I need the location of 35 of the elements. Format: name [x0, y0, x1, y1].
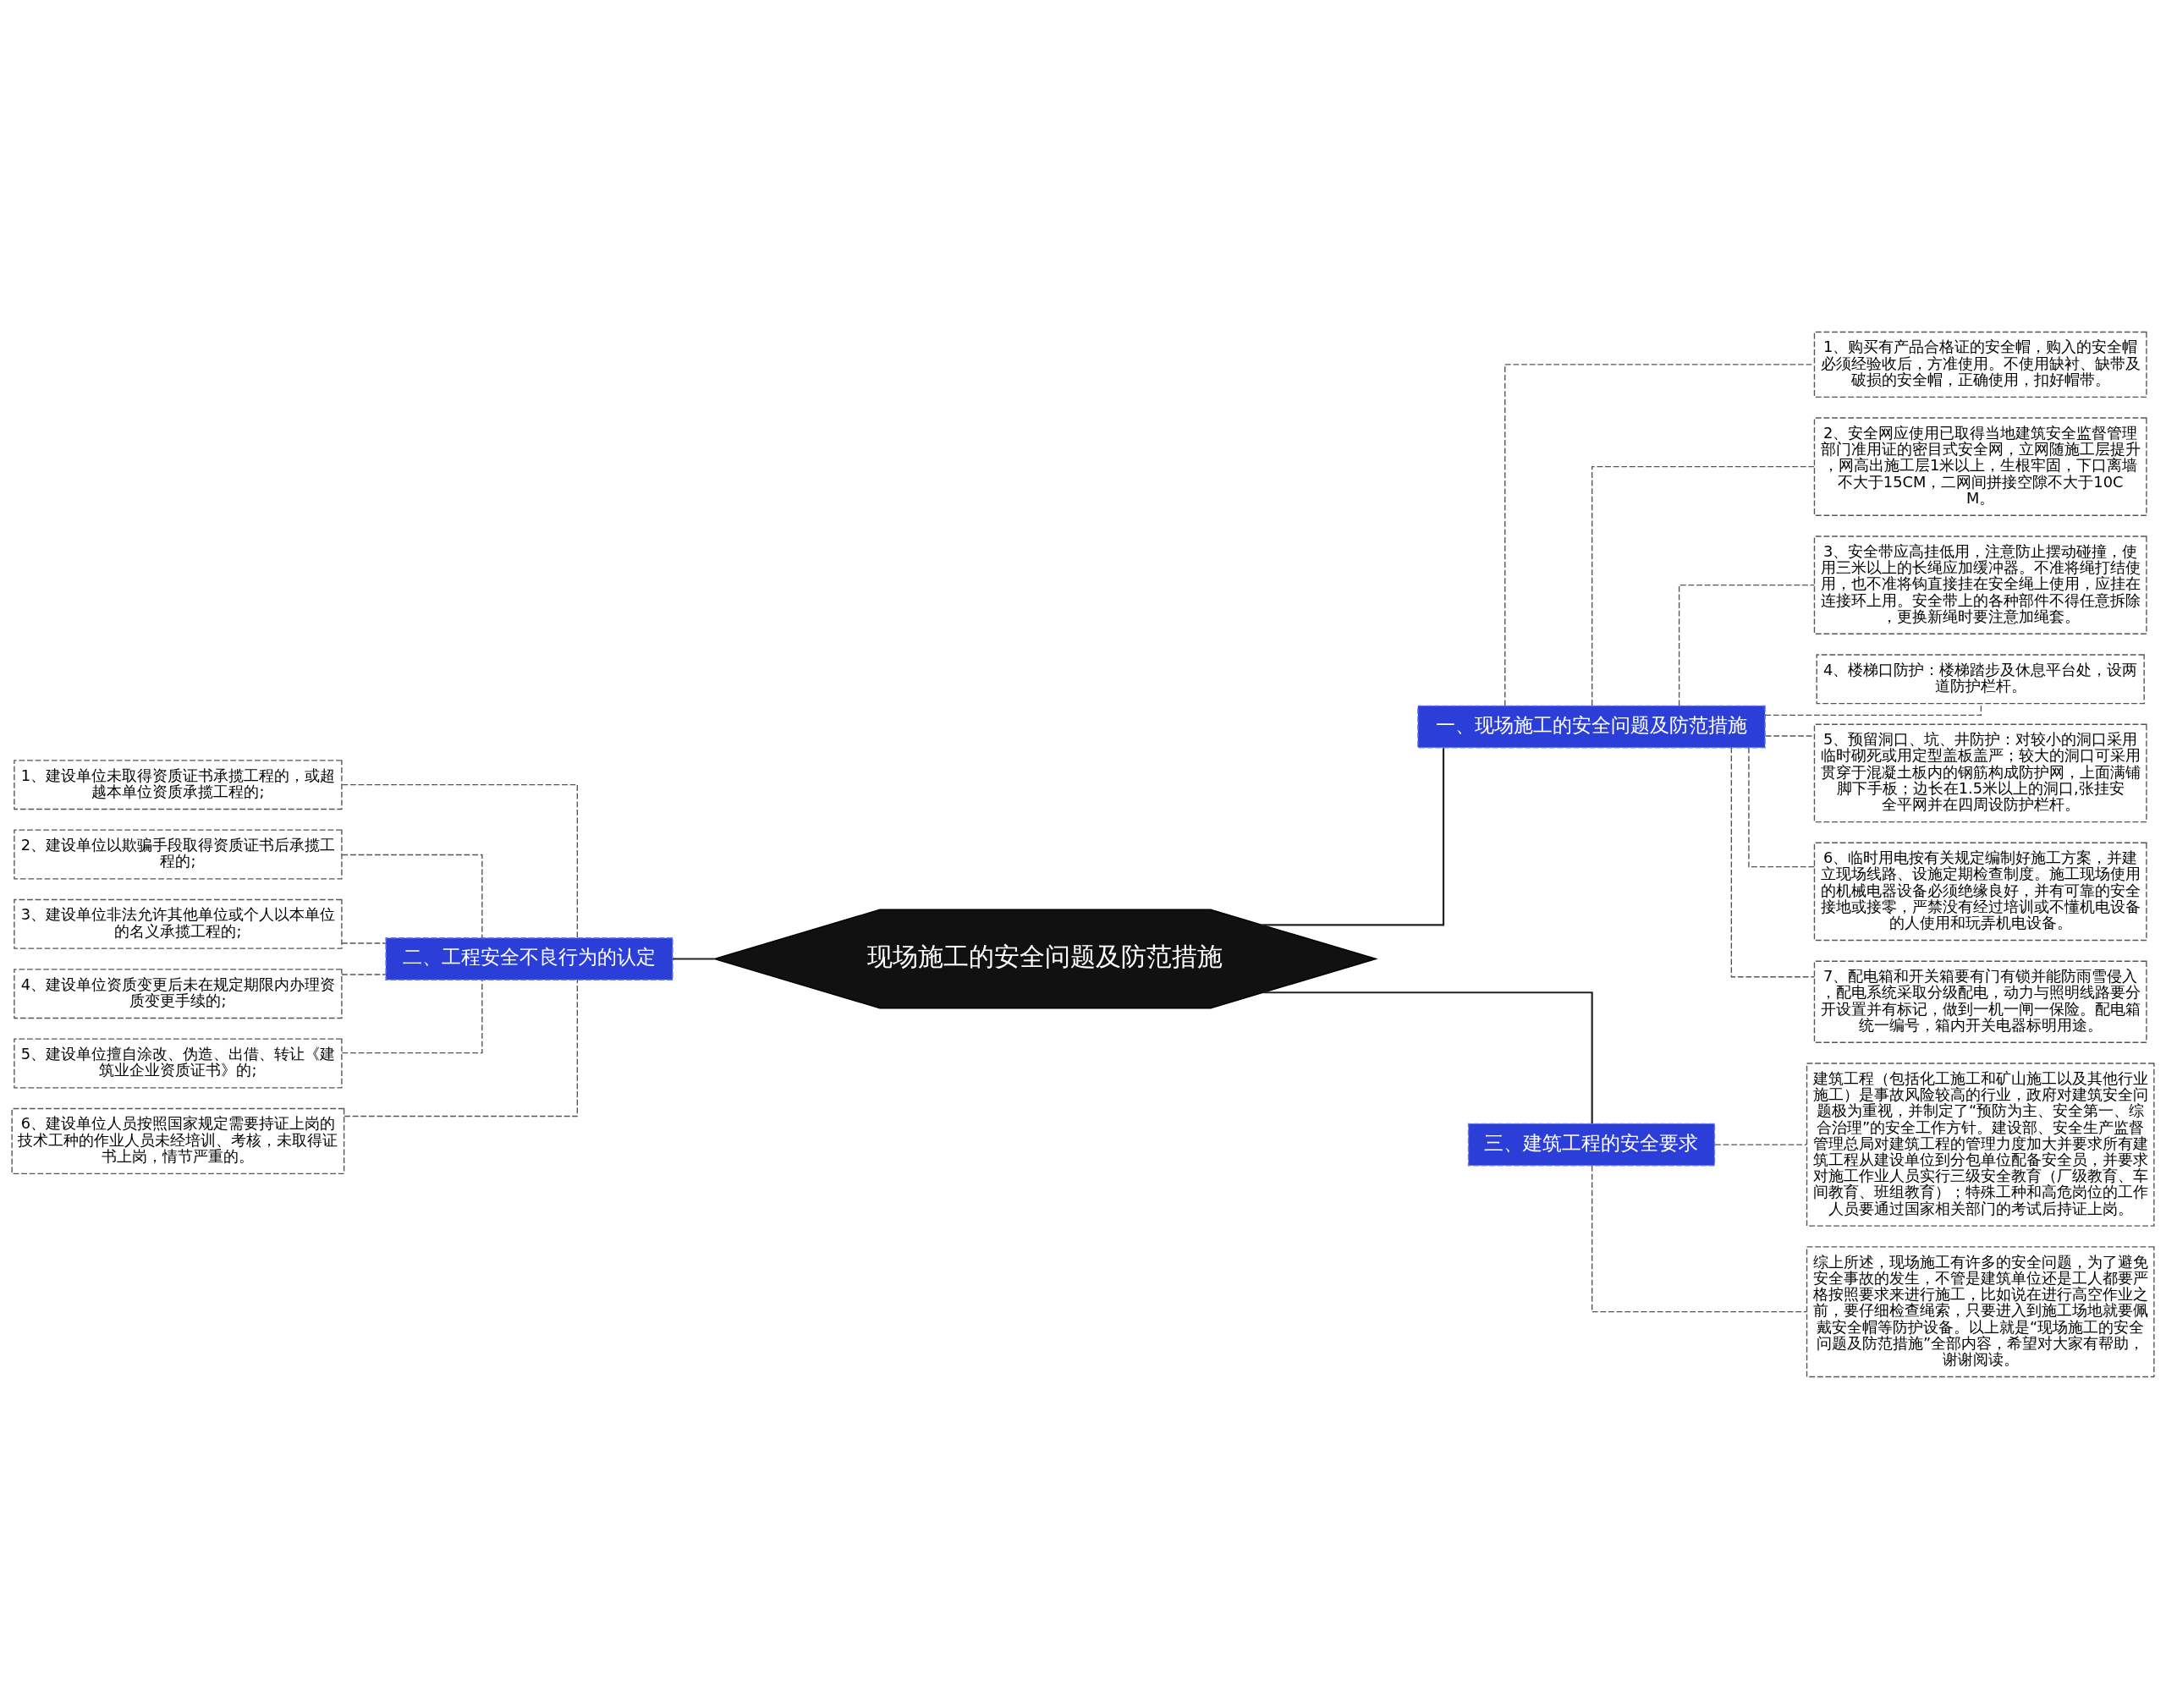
- connector: [341, 783, 578, 938]
- node-box: 1、购买有产品合格证的安全帽，购入的安全帽必须经验收后，方准使用。不使用缺衬、缺带及破损的安全帽，正确使用，扣好帽带。: [1813, 331, 2147, 398]
- connector: [1592, 465, 1815, 706]
- connector: [1748, 746, 1815, 867]
- connector: [1730, 746, 1816, 977]
- connector: [341, 973, 387, 975]
- connector: [1262, 747, 1445, 925]
- node-box: 4、楼梯口防护：楼梯踏步及休息平台处，设两道防护栏杆。: [1816, 653, 2145, 704]
- node-box: 6、临时用电按有关规定编制好施工方案，并建立现场线路、设施定期检查制度。施工现场使用的机械电器设备必须绝缘良好，并有可靠的安全接地或接零，严禁没有经过培训或不懂机电设备的人使用和玩弄机电设备。: [1813, 842, 2147, 941]
- connector: [341, 854, 483, 938]
- connector: [1592, 1164, 1808, 1312]
- node-box: 7、配电箱和开关箱要有门有锁并能防雨雪侵入，配电系统采取分级配电，动力与照明线路要分开设置并有标记，做到一机一闸一保险。配电箱统一编号，箱内开关电器标明用途。: [1813, 960, 2147, 1043]
- connector: [1764, 734, 1815, 737]
- connector: [1678, 584, 1816, 706]
- node-box: 一、现场施工的安全问题及防范措施: [1417, 705, 1766, 748]
- node-box: 3、安全带应高挂低用，注意防止摆动碰撞，使用三米以上的长绳应加缓冲器。不准将绳打结使用，也不准将钩直接挂在安全绳上使用，应挂在连接环上用。安全带上的各种部件不得任意拆除，更换新绳时要注意加绳套。: [1813, 535, 2147, 634]
- connector: [1263, 991, 1593, 1123]
- connector: [673, 957, 715, 960]
- node-box: 2、建设单位以欺骗手段取得资质证书后承揽工程的;: [14, 829, 343, 879]
- node-box: 2、安全网应使用已取得当地建筑安全监督管理部门准用证的密目式安全网，立网随施工层提升，网高出施工层1米以上，生根牢固，下口离墙不大于15CM，二网间拼接空隙不大于10CM。: [1813, 416, 2147, 516]
- node-box: 综上所述，现场施工有许多的安全问题，为了避免安全事故的发生，不管是建筑单位还是工人都要严格按照要求来进行施工，比如说在进行高空作业之前，要仔细检查绳索，只要进入到施工场地就要佩戴安全帽等防护设备。以上就是“现场施工的安全问题及防范措施”全部内容，希望对大家有帮助，谢谢阅读。: [1806, 1245, 2155, 1377]
- node-box: 5、建设单位擅自涂改、伪造、出借、转让《建筑业企业资质证书》的;: [14, 1038, 343, 1088]
- connector: [341, 942, 387, 944]
- node-box: 二、工程安全不良行为的认定: [385, 936, 673, 980]
- node-box: 建筑工程（包括化工施工和矿山施工以及其他行业施工）是事故风险较高的行业，政府对建筑安全问题极为重视，并制定了“预防为主、安全第一、综合治理”的安全工作方针。建设部、安全生产监督管理总局对建筑工程的管理力度加大并要求所有建筑工程从建设单位到分包单位配备安全员，并要求对施工作业人员实行三级安全教育（厂级教育、车间教育、班组教育）；特殊工种和高危岗位的工作人员要通过国家相关部门的考试后持证上岗。: [1806, 1062, 2155, 1227]
- node-box: 6、建设单位人员按照国家规定需要持证上岗的技术工种的作业人员未经培训、考核，未取得证书上岗，情节严重的。: [11, 1107, 345, 1174]
- connector: [1714, 1143, 1808, 1145]
- node-box: 4、建设单位资质变更后未在规定期限内办理资质变更手续的;: [14, 968, 343, 1019]
- node-box: 5、预留洞口、坑、井防护：对较小的洞口采用临时砌死或用定型盖板盖严；较大的洞口可采用贯穿于混凝土板内的钢筋构成防护网，上面满铺脚下手板；边长在1.5米以上的洞口,张挂安全平网并在四周设防护栏杆。: [1813, 723, 2147, 822]
- node-box: 三、建筑工程的安全要求: [1467, 1123, 1716, 1166]
- connector: [344, 979, 578, 1117]
- connector: [341, 979, 483, 1053]
- node-box: 1、建设单位未取得资质证书承揽工程的，或超越本单位资质承揽工程的;: [14, 759, 343, 810]
- node-box: 3、建设单位非法允许其他单位或个人以本单位的名义承揽工程的;: [14, 898, 343, 949]
- connector: [1504, 363, 1815, 706]
